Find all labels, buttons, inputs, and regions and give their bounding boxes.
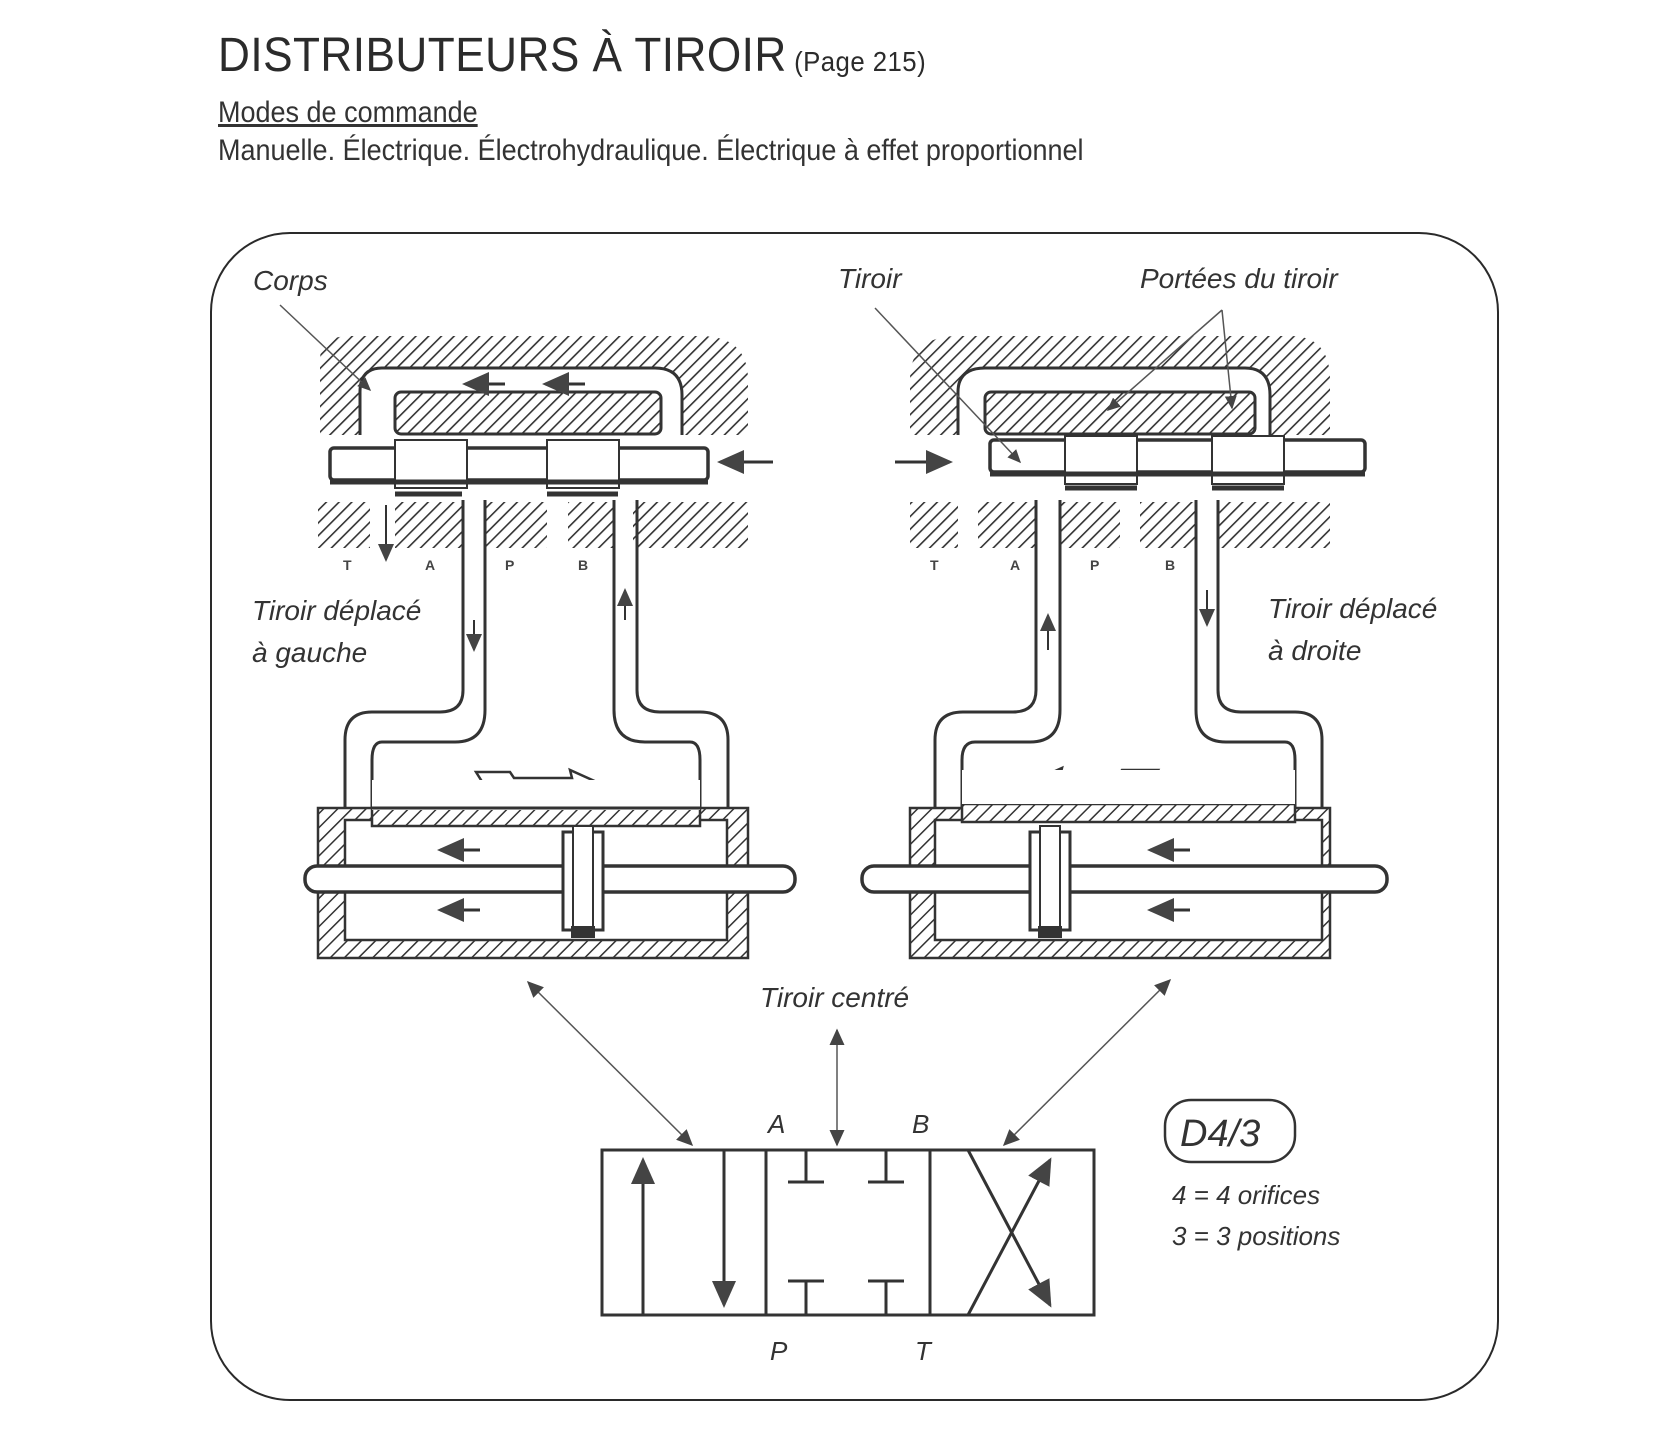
page-reference: (Page 215) — [794, 46, 927, 77]
right-valve-body: T A P B — [860, 336, 1389, 960]
port-label-a: A — [425, 557, 435, 573]
left-position-link — [526, 980, 694, 1147]
diagram-frame — [210, 232, 1499, 1401]
symbol-code: D4/3 — [1180, 1113, 1260, 1155]
port-label-b-right: B — [1165, 557, 1175, 573]
symbol-legend-2: 3 = 3 positions — [1172, 1221, 1340, 1251]
symbol-port-a: A — [766, 1109, 785, 1139]
label-left-state-2: à gauche — [252, 637, 367, 668]
port-label-b: B — [578, 557, 588, 573]
valve-symbol-4-3 — [600, 1148, 1096, 1317]
portees-pointer-2 — [1221, 309, 1237, 410]
symbol-legend-1: 4 = 4 orifices — [1172, 1180, 1320, 1210]
label-portees: Portées du tiroir — [1140, 263, 1339, 294]
tiroir-pointer — [874, 307, 1022, 464]
label-tiroir: Tiroir — [838, 263, 903, 294]
page-title: DISTRIBUTEURS À TIROIR(Page 215) — [218, 28, 926, 83]
right-position-link — [1002, 978, 1172, 1147]
port-label-t-right: T — [930, 557, 939, 573]
label-left-state-1: Tiroir déplacé — [252, 595, 421, 626]
port-label-a-right: A — [1010, 557, 1020, 573]
portees-pointer-1 — [1106, 309, 1223, 411]
port-label-p-right: P — [1090, 557, 1099, 573]
symbol-port-b: B — [912, 1109, 929, 1139]
symbol-port-p: P — [770, 1336, 788, 1366]
section-subtitle: Modes de commande — [218, 96, 478, 129]
label-right-state-2: à droite — [1268, 635, 1361, 666]
label-right-state-1: Tiroir déplacé — [1268, 593, 1437, 624]
corps-pointer — [279, 304, 372, 392]
left-valve-body: T A P B — [303, 336, 797, 960]
label-corps: Corps — [253, 265, 328, 296]
port-label-p: P — [505, 557, 514, 573]
symbol-code-badge — [1163, 1098, 1297, 1164]
title-text: DISTRIBUTEURS À TIROIR — [218, 29, 787, 82]
control-modes-text: Manuelle. Électrique. Électrohydraulique… — [218, 134, 1084, 167]
label-centered: Tiroir centré — [760, 982, 909, 1013]
symbol-port-t: T — [915, 1336, 933, 1366]
port-label-t: T — [343, 557, 352, 573]
